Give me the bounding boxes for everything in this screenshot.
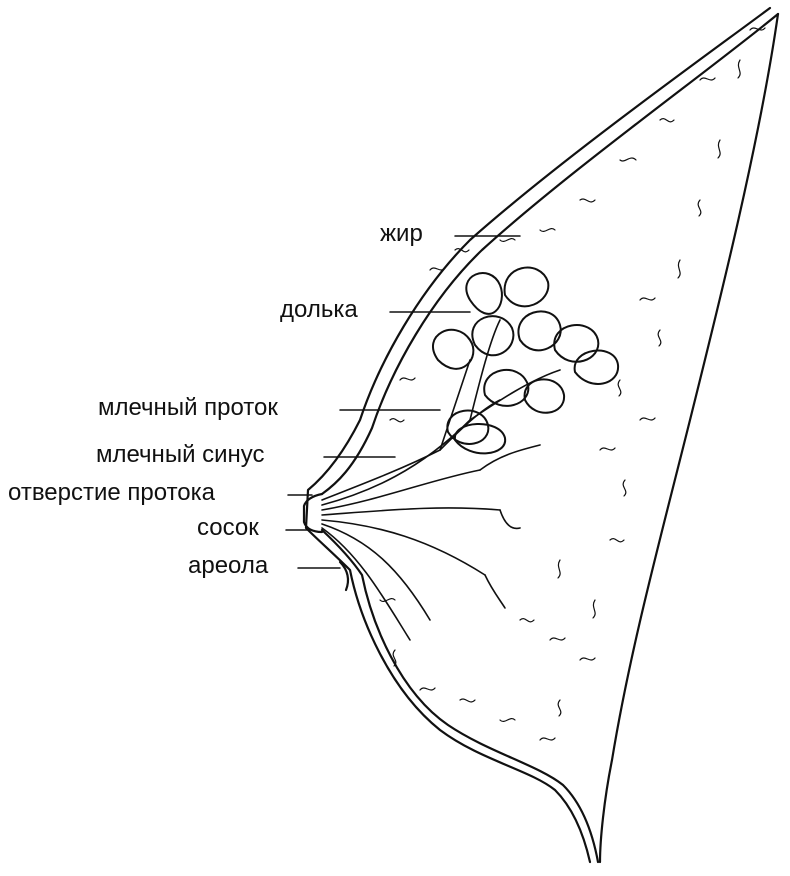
skin-outline-inner [320,12,780,864]
label-lobule: долька [280,296,358,323]
label-duct-opening: отверстие протока [8,479,216,506]
leader-lines [285,235,521,569]
skin-outline-outer [304,6,772,864]
areola-outline [338,560,350,592]
label-milk-sinus: млечный синус [96,441,265,468]
lobule-group [431,266,620,455]
nipple-outline [302,492,324,534]
duct-group [321,319,561,641]
fat-texture [379,27,766,741]
chest-wall [598,12,780,864]
label-fat: жир [380,220,423,247]
label-milk-duct: млечный проток [98,394,278,421]
label-areola: ареола [188,552,269,579]
label-nipple: сосок [197,514,259,541]
